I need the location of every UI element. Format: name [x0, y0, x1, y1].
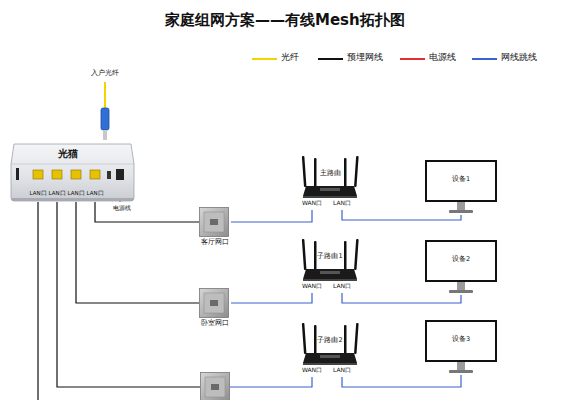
- patch-cable: [342, 293, 461, 303]
- monitor-icon: [425, 160, 497, 215]
- device-name: 光猫: [58, 148, 78, 159]
- embedded-cable: [95, 202, 199, 222]
- power-label: 电源线: [113, 205, 131, 211]
- legend-swatch: [400, 58, 425, 60]
- port-label: WAN口: [302, 367, 322, 374]
- patch-cable: [342, 375, 461, 387]
- socket-node: [200, 372, 230, 400]
- router-name: 子路由1: [317, 253, 342, 260]
- socket-label: 客厅网口: [201, 239, 229, 246]
- fiber-connector: [101, 108, 109, 130]
- port-label: LAN口: [86, 190, 103, 196]
- socket-label: 卧室网口: [201, 320, 229, 327]
- port-label: LAN口: [67, 190, 84, 196]
- legend-swatch: [472, 58, 497, 60]
- port-label: WAN口: [302, 200, 322, 207]
- monitor-icon: [425, 320, 497, 375]
- patch-cable: [231, 210, 312, 222]
- legend-text: 电源线: [429, 53, 456, 63]
- port-label: LAN口: [333, 283, 351, 290]
- monitor-icon: [425, 240, 497, 295]
- wall-socket: [199, 288, 229, 318]
- port-label: WAN口: [302, 283, 322, 290]
- legend-text: 预埋网线: [347, 53, 383, 63]
- device-label: 设备1: [452, 176, 470, 183]
- patch-cable: [231, 293, 312, 303]
- socket-node: 卧室网口: [199, 288, 231, 328]
- embedded-cable: [76, 202, 199, 303]
- port-label: LAN口: [333, 200, 351, 207]
- spare-cable: [37, 202, 38, 400]
- router-name: 子路由2: [317, 337, 342, 344]
- port-label: LAN口: [333, 367, 351, 374]
- socket-node: 客厅网口: [199, 207, 231, 247]
- patch-cable: [230, 377, 312, 387]
- legend-swatch: [318, 58, 343, 60]
- monitor-node: 设备3: [425, 320, 497, 375]
- wall-socket: [199, 207, 229, 237]
- embedded-cable: [57, 202, 200, 387]
- patch-cable: [342, 210, 461, 220]
- monitor-node: 设备2: [425, 240, 497, 295]
- port-label: LAN口: [29, 190, 46, 196]
- fiber-plug: [103, 130, 107, 140]
- diagram-title: 家庭组网方案——有线Mesh拓扑图: [165, 12, 405, 29]
- wall-socket: [200, 372, 230, 400]
- fiber-label: 入户光纤: [91, 70, 119, 77]
- legend-text: 光纤: [281, 53, 299, 63]
- monitor-node: 设备1: [425, 160, 497, 215]
- legend-swatch: [252, 58, 277, 60]
- router-name: 主路由: [320, 170, 341, 177]
- fiber-line: [104, 82, 106, 108]
- device-label: 设备3: [452, 336, 470, 343]
- legend-text: 网线跳线: [501, 53, 537, 63]
- device-label: 设备2: [452, 256, 470, 263]
- port-label: LAN口: [48, 190, 65, 196]
